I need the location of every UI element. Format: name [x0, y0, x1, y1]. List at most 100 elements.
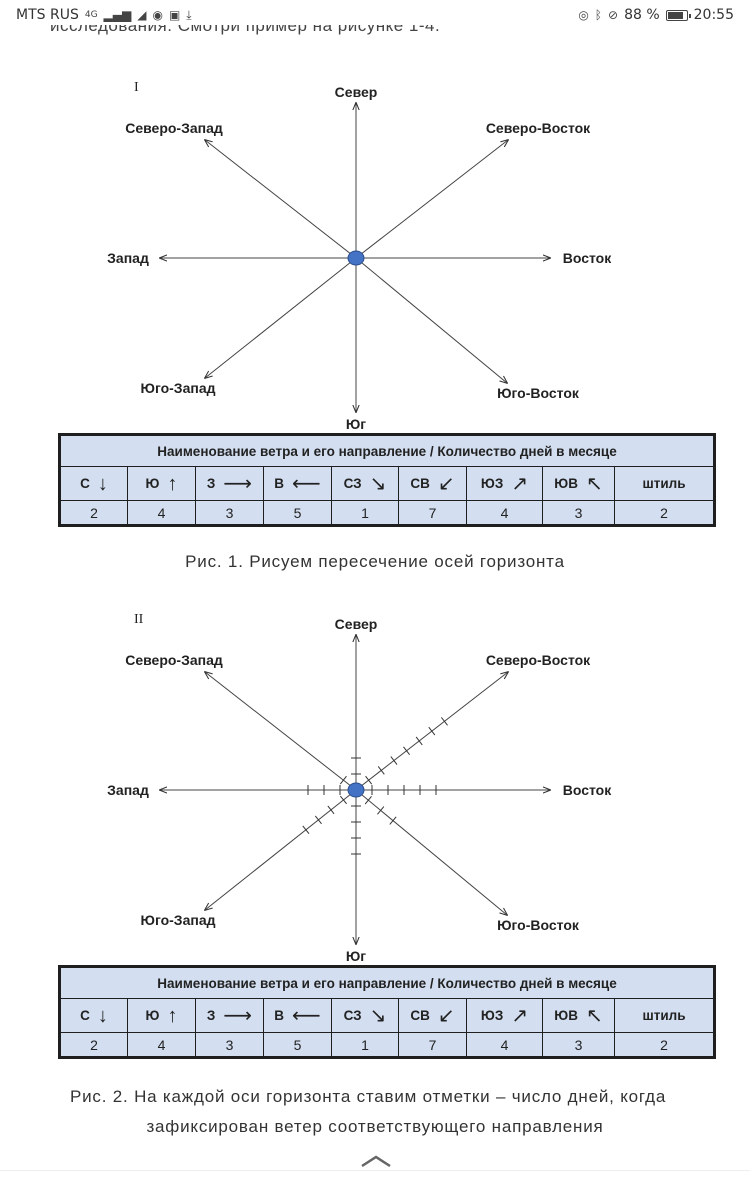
axis-southwest: [205, 789, 357, 910]
days-cell: 7: [399, 1033, 467, 1056]
wind-names-row: С↓ Ю↑ З⟶ В⟵ СЗ↘ СВ↙ ЮЗ↗ ЮВ↖ штиль: [61, 999, 713, 1033]
telegram-icon: ◢: [137, 8, 147, 22]
wind-name: штиль: [642, 1008, 686, 1023]
days-cell: 4: [128, 1033, 196, 1056]
network-type: 4G: [84, 10, 98, 20]
tick-northeast: [415, 736, 423, 746]
label-northwest: Северо-Запад: [125, 120, 223, 136]
label-east: Восток: [562, 782, 612, 798]
signal-icon: ▂▄▆: [103, 8, 132, 22]
days-cell: 1: [332, 1033, 399, 1056]
wind-cell: СЗ ↘: [332, 467, 399, 500]
wind-cell: З⟶: [196, 467, 264, 500]
arrow-left-icon: ⟵: [292, 1004, 321, 1027]
wind-cell: Ю↑: [128, 467, 196, 500]
arrow-down-right-icon: ↘: [369, 472, 387, 495]
days-cell: 3: [543, 501, 615, 524]
wind-name: СЗ: [343, 476, 362, 491]
wind-names-row: С↓ Ю↑ З⟶ В⟵ СЗ ↘ СВ↙ ЮЗ↗ ЮВ ↖ штиль: [61, 467, 713, 501]
days-cell: 2: [660, 1036, 668, 1053]
figure-1: I Север Северо-Запад Северо-Восток Запад…: [0, 0, 750, 600]
figure-2-caption-line-1: Рис. 2. На каждой оси горизонта ставим о…: [70, 1087, 667, 1106]
battery-percent: 88 %: [624, 7, 660, 23]
tick-northeast: [428, 726, 436, 736]
axis-southeast: [355, 789, 507, 915]
arrow-left-icon: ⟵: [292, 472, 321, 495]
tick-southwest: [327, 805, 335, 815]
days-cell: 7: [399, 501, 467, 524]
mute-icon: ⊘: [608, 8, 619, 22]
wind-cell: ЮВ ↖: [543, 467, 615, 500]
tick-marks: [302, 717, 448, 855]
wind-cell: В⟵: [264, 467, 332, 500]
figure-1-roman: I: [134, 80, 139, 95]
tick-southwest: [302, 825, 310, 835]
figure-1-caption: Рис. 1. Рисуем пересечение осей горизонт…: [185, 552, 565, 571]
tick-southeast: [364, 796, 372, 805]
arrow-up-right-icon: ↗: [511, 472, 529, 495]
axis-northwest: [205, 140, 357, 259]
label-north: Север: [334, 616, 378, 632]
wind-cell: штиль: [615, 999, 713, 1032]
figure-2: II Север Северо-Запад Северо-Восток Запа…: [0, 532, 750, 1072]
tick-northeast: [365, 775, 373, 785]
label-north: Север: [334, 84, 378, 100]
wind-cell: В⟵: [264, 999, 332, 1032]
eye-icon: ◎: [578, 8, 589, 22]
label-southwest: Юго-Запад: [140, 912, 216, 928]
wind-name: Ю: [145, 1008, 160, 1023]
figure-2-caption: Рис. 2. На каждой оси горизонта ставим о…: [0, 1082, 750, 1142]
wind-cell: ЮЗ↗: [467, 467, 543, 500]
tick-northeast: [390, 756, 398, 765]
tick-southwest: [314, 815, 322, 825]
chevron-up-icon[interactable]: [360, 1154, 392, 1168]
arrow-up-left-icon: ↖: [585, 472, 603, 495]
label-southeast: Юго-Восток: [497, 917, 579, 933]
tick-northeast: [441, 717, 448, 726]
battery-fill: [667, 11, 683, 19]
label-northeast: Северо-Восток: [485, 120, 591, 136]
compass-axes: [160, 103, 550, 412]
label-west: Запад: [107, 782, 149, 798]
wind-cell: ЮЗ↗: [467, 999, 543, 1032]
days-cell: 2: [61, 501, 128, 524]
days-cell: 4: [467, 1033, 543, 1056]
days-cell: 3: [196, 501, 264, 524]
battery-icon: [665, 9, 691, 21]
status-bar-left: MTS RUS 4G ▂▄▆ ◢ ◉ ▣ ⤓: [16, 7, 192, 23]
wind-cell: СВ↙: [399, 467, 467, 500]
label-west: Запад: [107, 250, 149, 266]
wind-name: СВ: [410, 1008, 430, 1023]
days-cell: 3: [543, 1033, 615, 1056]
tick-northwest: [339, 775, 347, 785]
wind-name: штиль: [642, 476, 686, 491]
label-northwest: Северо-Запад: [125, 652, 223, 668]
wind-name: СВ: [410, 476, 430, 491]
figure-2-roman: II: [134, 612, 144, 627]
label-southeast: Юго-Восток: [497, 385, 579, 401]
wind-table-header: Наименование ветра и его направление / К…: [61, 968, 713, 999]
arrow-down-icon: ↓: [97, 1004, 108, 1027]
wind-cell: С↓: [61, 467, 128, 500]
divider: [0, 1170, 750, 1171]
wind-name: СЗ: [343, 1008, 362, 1023]
label-east: Восток: [562, 250, 612, 266]
arrow-up-icon: ↑: [167, 1004, 178, 1027]
arrow-right-icon: ⟶: [223, 1004, 253, 1027]
status-bar: MTS RUS 4G ▂▄▆ ◢ ◉ ▣ ⤓ ◎ ᛒ ⊘ 88 % 20:55: [0, 0, 750, 30]
wind-name: ЮВ: [554, 476, 578, 491]
arrow-up-right-icon: ↗: [511, 1004, 529, 1027]
clock: 20:55: [693, 7, 734, 23]
compass-diagram-1: [0, 0, 750, 600]
wind-cell: З⟶: [196, 999, 264, 1032]
wind-name: З: [206, 1008, 216, 1023]
wind-name: В: [274, 1008, 285, 1023]
arrow-up-left-icon: ↖: [585, 1004, 603, 1027]
axis-southwest: [205, 257, 357, 378]
tick-northeast: [377, 766, 385, 775]
wind-name: С: [80, 476, 90, 491]
figure-2-caption-line-2: зафиксирован ветер соответствующего напр…: [146, 1117, 604, 1136]
label-south: Юг: [345, 416, 367, 432]
tick-northeast: [403, 746, 411, 756]
cut-off-text: исследования. Смотри пример на рисунке 1…: [50, 16, 441, 35]
